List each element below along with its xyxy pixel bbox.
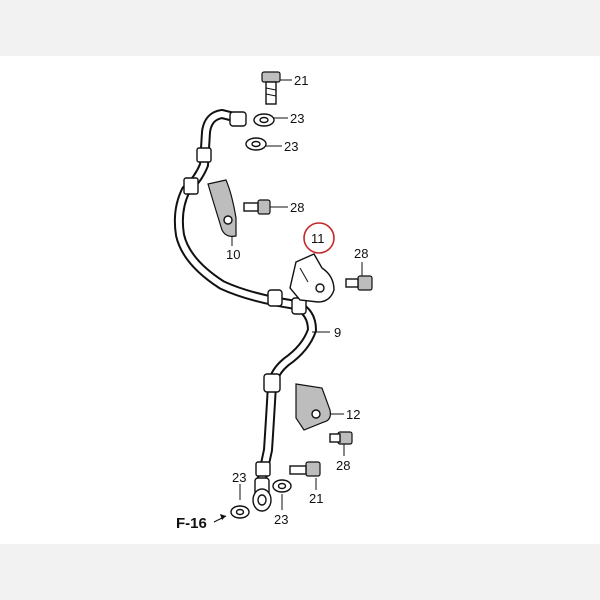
- callout-12: 12: [346, 407, 360, 422]
- callout-11-highlight-circle: [303, 222, 335, 254]
- callout-23-bottom-left: 23: [232, 470, 246, 485]
- bolt-28-bottom: [329, 431, 353, 445]
- bracket-part-12: [295, 383, 331, 431]
- hose-clamp-part-10: [207, 179, 237, 237]
- parts-diagram-canvas: 21 23 23 28 10 11 28 9 12 28 23 21 23 F-…: [0, 56, 600, 544]
- bolt-21-bottom: [289, 461, 321, 477]
- callout-28-left: 28: [290, 200, 304, 215]
- bottom-banjo-eye: [252, 477, 272, 512]
- callout-23-bottom: 23: [274, 512, 288, 527]
- brake-hose-part-9: [173, 109, 317, 483]
- callout-10: 10: [226, 247, 240, 262]
- callout-21-bottom: 21: [309, 491, 323, 506]
- top-banjo-fitting: [183, 111, 247, 195]
- brake-hose-exploded-diagram: 21 23 23 28 10 11 28 9 12 28 23 21 23 F-…: [173, 71, 373, 532]
- bolt-28-right: [345, 275, 373, 291]
- callout-11: 11: [311, 231, 325, 246]
- bolt-21-top: [261, 71, 281, 105]
- callout-23-a: 23: [290, 111, 304, 126]
- callout-21-top: 21: [294, 73, 308, 88]
- reference-arrow-icon: [220, 514, 226, 520]
- callout-23-b: 23: [284, 139, 298, 154]
- leader-lines: [231, 79, 363, 510]
- reference-label: F-16: [176, 515, 207, 532]
- hose-grommet-lower: [263, 373, 281, 393]
- callout-9: 9: [334, 325, 341, 340]
- callout-28-right: 28: [354, 246, 368, 261]
- bracket-part-11: [289, 253, 335, 303]
- reference-f16: F-16: [176, 514, 227, 532]
- bolt-28-left: [243, 199, 271, 215]
- hose-grommet-mid: [267, 289, 283, 307]
- callout-28-bottom: 28: [336, 458, 350, 473]
- hose-lower-fitting: [255, 461, 271, 477]
